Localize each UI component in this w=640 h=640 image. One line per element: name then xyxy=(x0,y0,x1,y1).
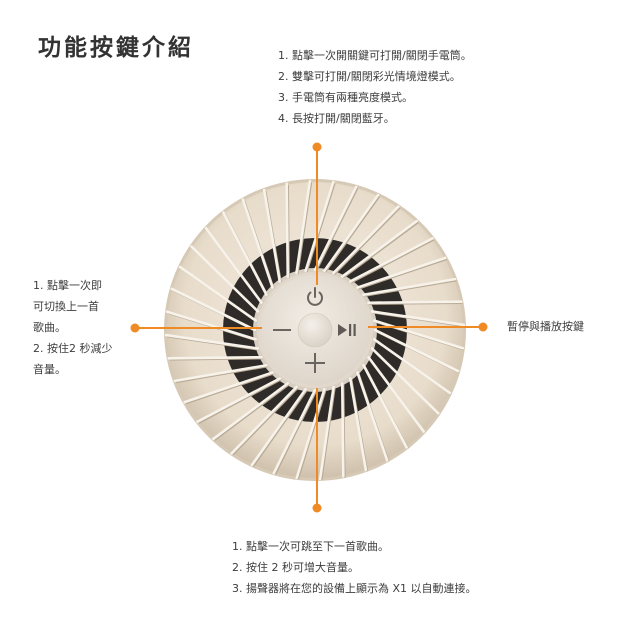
play-pause-notes: 暫停與播放按鍵 xyxy=(507,316,584,337)
note-line: 4. 長按打開/關閉藍牙。 xyxy=(278,112,395,125)
note-line: 3. 手電筒有兩種亮度模式。 xyxy=(278,91,413,104)
plus-icon xyxy=(305,353,325,373)
power-button-notes: 1. 點擊一次開關鍵可打開/關閉手電筒。 2. 雙擊可打開/關閉彩光情境燈模式。… xyxy=(278,45,472,129)
play-pause-button[interactable] xyxy=(338,324,356,336)
speaker-fins xyxy=(164,179,466,481)
minus-button-notes: 1. 點擊一次即 可切換上一首 歌曲。 2. 按住2 秒減少 音量。 xyxy=(33,275,113,380)
top-callout-dot xyxy=(312,142,322,152)
center-nub xyxy=(297,312,333,348)
play-pause-icon xyxy=(338,324,356,336)
callout-lines xyxy=(135,147,483,508)
bottom-callout-dot xyxy=(312,503,322,513)
note-line: 3. 揚聲器將在您的設備上顯示為 X1 以自動連接。 xyxy=(232,582,477,595)
note-line: 1. 點擊一次即 xyxy=(33,279,102,292)
note-line: 可切換上一首 xyxy=(33,300,99,313)
note-line: 音量。 xyxy=(33,363,66,376)
volume-up-button[interactable] xyxy=(305,353,325,373)
plus-button-notes: 1. 點擊一次可跳至下一首歌曲。 2. 按住 2 秒可增大音量。 3. 揚聲器將… xyxy=(232,536,477,599)
note-line: 2. 雙擊可打開/關閉彩光情境燈模式。 xyxy=(278,70,461,83)
left-callout-dot xyxy=(130,323,140,333)
power-button[interactable] xyxy=(307,287,323,306)
note-line: 2. 按住2 秒減少 xyxy=(33,342,113,355)
note-line: 2. 按住 2 秒可增大音量。 xyxy=(232,561,359,574)
note-line: 暫停與播放按鍵 xyxy=(507,320,584,333)
power-icon xyxy=(307,287,323,306)
right-callout-dot xyxy=(478,322,488,332)
callout-dots xyxy=(130,142,488,513)
note-line: 1. 點擊一次開關鍵可打開/關閉手電筒。 xyxy=(278,49,472,62)
note-line: 1. 點擊一次可跳至下一首歌曲。 xyxy=(232,540,389,553)
page-title: 功能按鍵介紹 xyxy=(38,35,194,61)
note-line: 歌曲。 xyxy=(33,321,66,334)
